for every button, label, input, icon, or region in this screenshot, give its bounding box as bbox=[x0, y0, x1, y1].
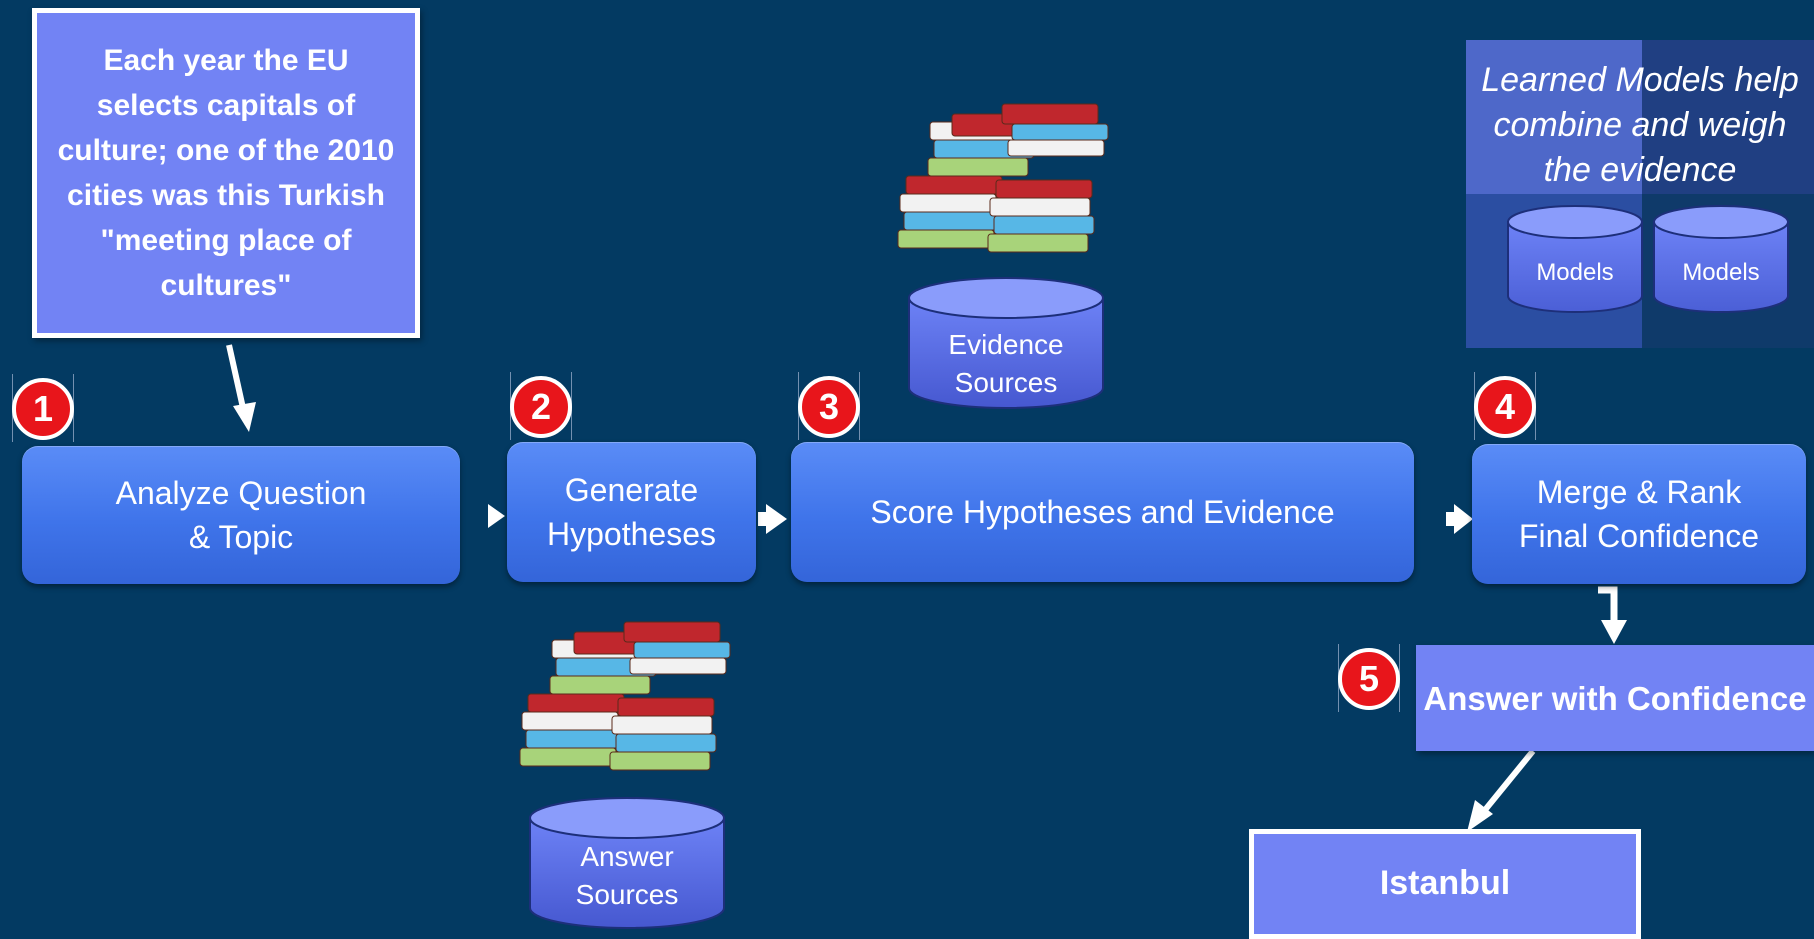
question-box: Each year the EU selects capitals of cul… bbox=[32, 8, 420, 338]
final-answer-text: Istanbul bbox=[1379, 864, 1511, 902]
learned-models-caption: Learned Models help combine and weigh th… bbox=[1481, 61, 1799, 189]
stage-label: Generate Hypotheses bbox=[547, 472, 716, 552]
models-database-icon: Models bbox=[1506, 204, 1644, 316]
stage-generate-hypotheses: Generate Hypotheses bbox=[507, 442, 756, 582]
step-badge-1: 1 bbox=[12, 378, 74, 440]
step-badge-4: 4 bbox=[1474, 376, 1536, 438]
arrow-2-3 bbox=[766, 504, 787, 534]
merge-arrowhead bbox=[1601, 620, 1627, 644]
step-badge-2: 2 bbox=[510, 376, 572, 438]
answer-sources-database: Answer Sources bbox=[528, 796, 726, 932]
final-answer-box: Istanbul bbox=[1249, 829, 1641, 939]
stage-analyze-question: Analyze Question & Topic bbox=[22, 446, 460, 584]
step-badge-5: 5 bbox=[1338, 648, 1400, 710]
arrow-3-4 bbox=[1454, 504, 1473, 534]
books-icon bbox=[514, 618, 738, 796]
evidence-sources-label: Evidence Sources bbox=[948, 329, 1064, 398]
question-arrowhead bbox=[233, 402, 256, 432]
models-panel-quadrant bbox=[1466, 40, 1642, 194]
learned-models-panel: Learned Models help combine and weigh th… bbox=[1466, 40, 1814, 348]
stage-score-hypotheses: Score Hypotheses and Evidence bbox=[791, 442, 1414, 582]
models-label: Models bbox=[1682, 259, 1760, 286]
models-label: Models bbox=[1536, 259, 1614, 286]
stage-label: Merge & Rank Final Confidence bbox=[1518, 474, 1760, 554]
question-arrow bbox=[226, 344, 246, 409]
models-panel-quadrant bbox=[1642, 40, 1814, 194]
models-database-icon: Models bbox=[1652, 204, 1790, 316]
answer-arrowhead bbox=[1467, 800, 1493, 832]
arrow-1-2 bbox=[488, 504, 505, 528]
merge-arrow bbox=[1598, 586, 1618, 622]
answer-with-confidence-box: Answer with Confidence bbox=[1416, 645, 1814, 751]
evidence-sources-database: Evidence Sources bbox=[907, 276, 1105, 412]
stage-label: Analyze Question & Topic bbox=[115, 475, 367, 555]
books-icon bbox=[892, 100, 1116, 278]
stage-merge-rank: Merge & Rank Final Confidence bbox=[1472, 444, 1806, 584]
answer-arrow bbox=[1482, 749, 1536, 812]
answer-sources-label: Answer Sources bbox=[575, 841, 679, 910]
question-text: Each year the EU selects capitals of cul… bbox=[57, 44, 395, 302]
answer-with-confidence-label: Answer with Confidence bbox=[1423, 679, 1807, 717]
step-badge-3: 3 bbox=[798, 376, 860, 438]
stage-label: Score Hypotheses and Evidence bbox=[870, 494, 1335, 530]
